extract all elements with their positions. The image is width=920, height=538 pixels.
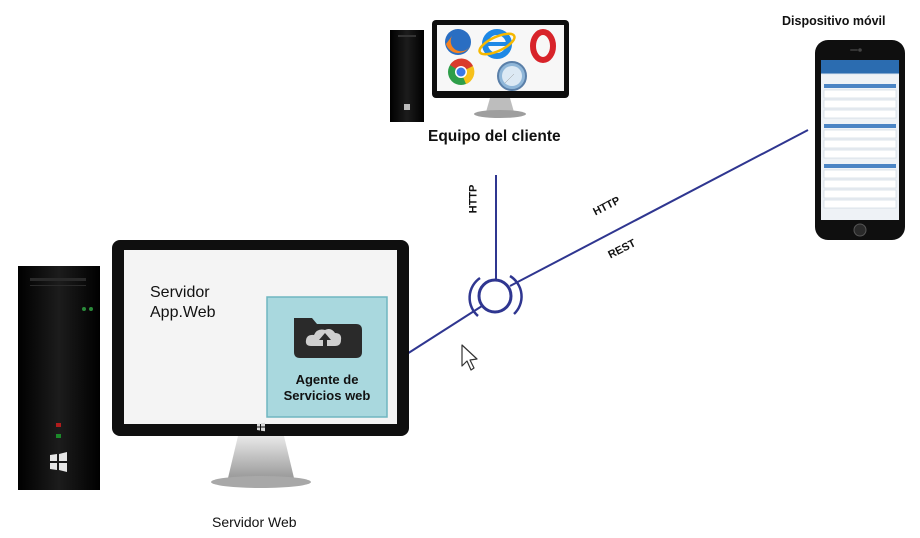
client-computer-label: Equipo del cliente [428,128,561,145]
agent-label-line1: Agente de [295,372,359,387]
firefox-icon [445,29,471,55]
mobile-device-label: Dispositivo móvil [782,14,886,28]
client-link-protocol-label: HTTP [467,184,480,214]
windows-logo-icon [50,452,67,472]
opera-icon [530,29,556,63]
web-services-agent [266,296,388,418]
server-monitor [112,240,409,488]
label-background [500,176,526,224]
chrome-icon [448,58,475,85]
mouse-cursor-icon [461,344,478,371]
mobile-phone [815,40,905,240]
app-server-label-line2: App.Web [150,304,216,321]
cloud-folder-icon [294,318,362,358]
internet-explorer-icon [478,29,516,59]
app-server-label-line1: Servidor [150,284,210,301]
server-tower [18,266,100,490]
web-server-label: Servidor Web [212,514,297,530]
network-hub [468,274,523,317]
mobile-connection-line [509,129,809,287]
agent-label-line2: Servicios web [283,388,371,403]
safari-icon [497,61,527,91]
client-tower [390,30,424,122]
